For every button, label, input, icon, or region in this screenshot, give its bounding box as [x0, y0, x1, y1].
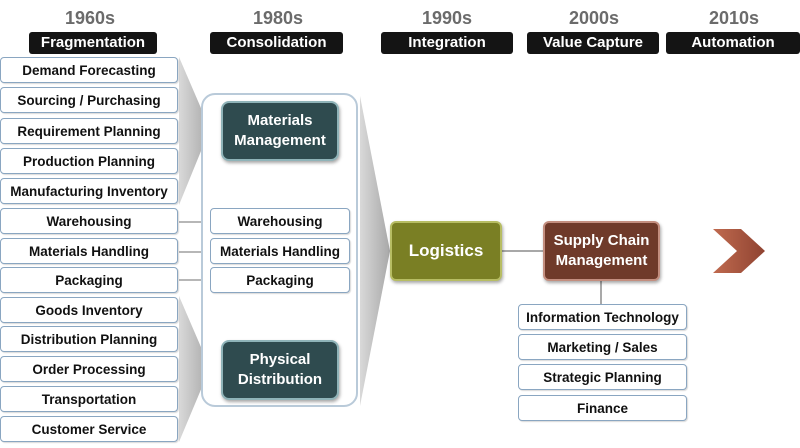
wedge-distribution — [179, 296, 210, 442]
fragment-item-customer-service: Customer Service — [0, 416, 178, 442]
scm-item-information-technology: Information Technology — [518, 304, 687, 330]
fragment-item-goods-inventory: Goods Inventory — [0, 297, 178, 323]
wedge-materials — [179, 57, 210, 205]
era-year-2000s: 2000s — [568, 8, 620, 28]
fragment-item-materials-handling: Materials Handling — [0, 238, 178, 264]
supply-chain-management-box: Supply Chain Management — [543, 221, 660, 281]
logistics-box: Logistics — [390, 221, 502, 281]
era-label-automation: Automation — [666, 32, 800, 54]
wedge-logistics — [360, 96, 390, 406]
fragment-item-transportation: Transportation — [0, 386, 178, 412]
era-year-2010s: 2010s — [708, 8, 760, 28]
fragment-item-distribution-planning: Distribution Planning — [0, 326, 178, 352]
era-label-fragmentation: Fragmentation — [29, 32, 157, 54]
fragment-item-warehousing: Warehousing — [0, 208, 178, 234]
materials-management-box: Materials Management — [221, 101, 339, 161]
scm-item-marketing-sales: Marketing / Sales — [518, 334, 687, 360]
fragment-item-order-processing: Order Processing — [0, 356, 178, 382]
fragment-item-requirement-planning: Requirement Planning — [0, 118, 178, 144]
fragment-item-sourcing-purchasing: Sourcing / Purchasing — [0, 87, 178, 113]
era-year-1980s: 1980s — [252, 8, 304, 28]
fragment-item-demand-forecasting: Demand Forecasting — [0, 57, 178, 83]
era-label-integration: Integration — [381, 32, 513, 54]
physical-distribution-box: Physical Distribution — [221, 340, 339, 400]
era-label-value-capture: Value Capture — [527, 32, 659, 54]
fragment-item-production-planning: Production Planning — [0, 148, 178, 174]
consolidation-item-materials-handling: Materials Handling — [210, 238, 350, 264]
scm-item-finance: Finance — [518, 395, 687, 421]
era-year-1990s: 1990s — [421, 8, 473, 28]
scm-item-strategic-planning: Strategic Planning — [518, 364, 687, 390]
era-year-1960s: 1960s — [64, 8, 116, 28]
era-label-consolidation: Consolidation — [210, 32, 343, 54]
fragment-item-packaging: Packaging — [0, 267, 178, 293]
chevron-right-icon — [713, 229, 765, 273]
consolidation-item-packaging: Packaging — [210, 267, 350, 293]
consolidation-item-warehousing: Warehousing — [210, 208, 350, 234]
fragment-item-manufacturing-inventory: Manufacturing Inventory — [0, 178, 178, 204]
